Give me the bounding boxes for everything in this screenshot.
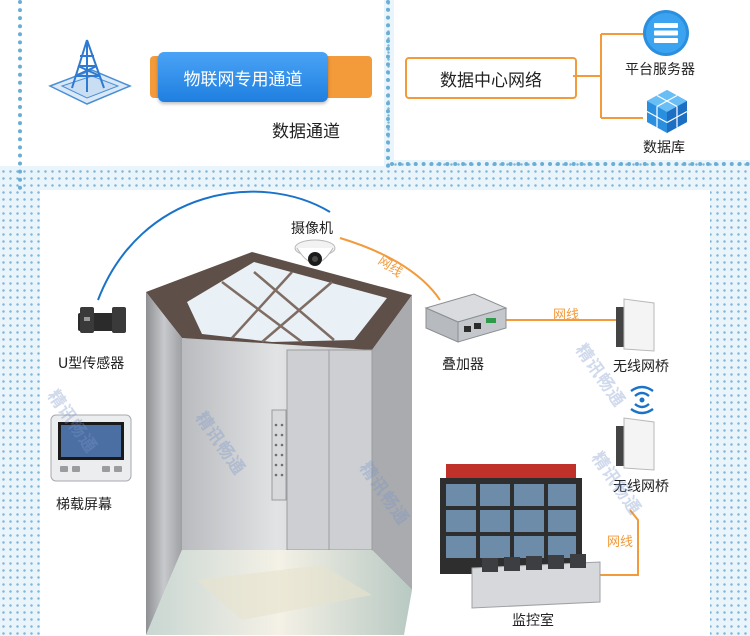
camera-label: 摄像机: [291, 221, 333, 237]
sensor-arc-line: [97, 190, 331, 301]
iot-channel-button: 物联网专用通道: [158, 52, 328, 102]
iot-channel-label: 物联网专用通道: [183, 69, 303, 90]
data-center-label: 数据中心网络: [440, 70, 542, 91]
divider-mid: [386, 0, 390, 168]
screen-label: 梯载屏幕: [56, 497, 112, 513]
wireless-bridge-2-icon: [616, 417, 655, 471]
u-sensor-label: U型传感器: [58, 356, 125, 372]
monitoring-room-icon: [440, 464, 601, 609]
combiner-label: 叠加器: [442, 357, 484, 373]
server-icon: [643, 10, 689, 56]
wireless-bridge-2-label: 无线网桥: [613, 479, 669, 495]
data-center-box: 数据中心网络: [405, 57, 577, 99]
server-label: 平台服务器: [625, 62, 695, 78]
monitor-cable: [598, 509, 639, 576]
elevator-screen-icon: [50, 414, 132, 482]
data-center-connector: [573, 33, 643, 119]
wireless-signal-icon: [630, 385, 654, 415]
database-icon: [646, 90, 688, 133]
monitor-room-label: 监控室: [512, 613, 554, 629]
divider-left: [18, 0, 22, 190]
tower-icon: [48, 39, 132, 105]
wireless-bridge-1-icon: [616, 298, 655, 352]
divider-right: [390, 162, 750, 166]
camera-icon: [294, 239, 336, 266]
wireless-bridge-1-label: 无线网桥: [613, 359, 669, 375]
data-channel-label: 数据通道: [272, 122, 340, 142]
combiner-device-icon: [424, 293, 508, 343]
camera-cable: [339, 237, 441, 301]
bridge-cable-label: 网线: [553, 308, 580, 323]
u-sensor-icon: [78, 307, 126, 333]
monitor-cable-label: 网线: [607, 535, 634, 550]
elevator-car: [146, 252, 412, 635]
database-label: 数据库: [643, 140, 685, 156]
